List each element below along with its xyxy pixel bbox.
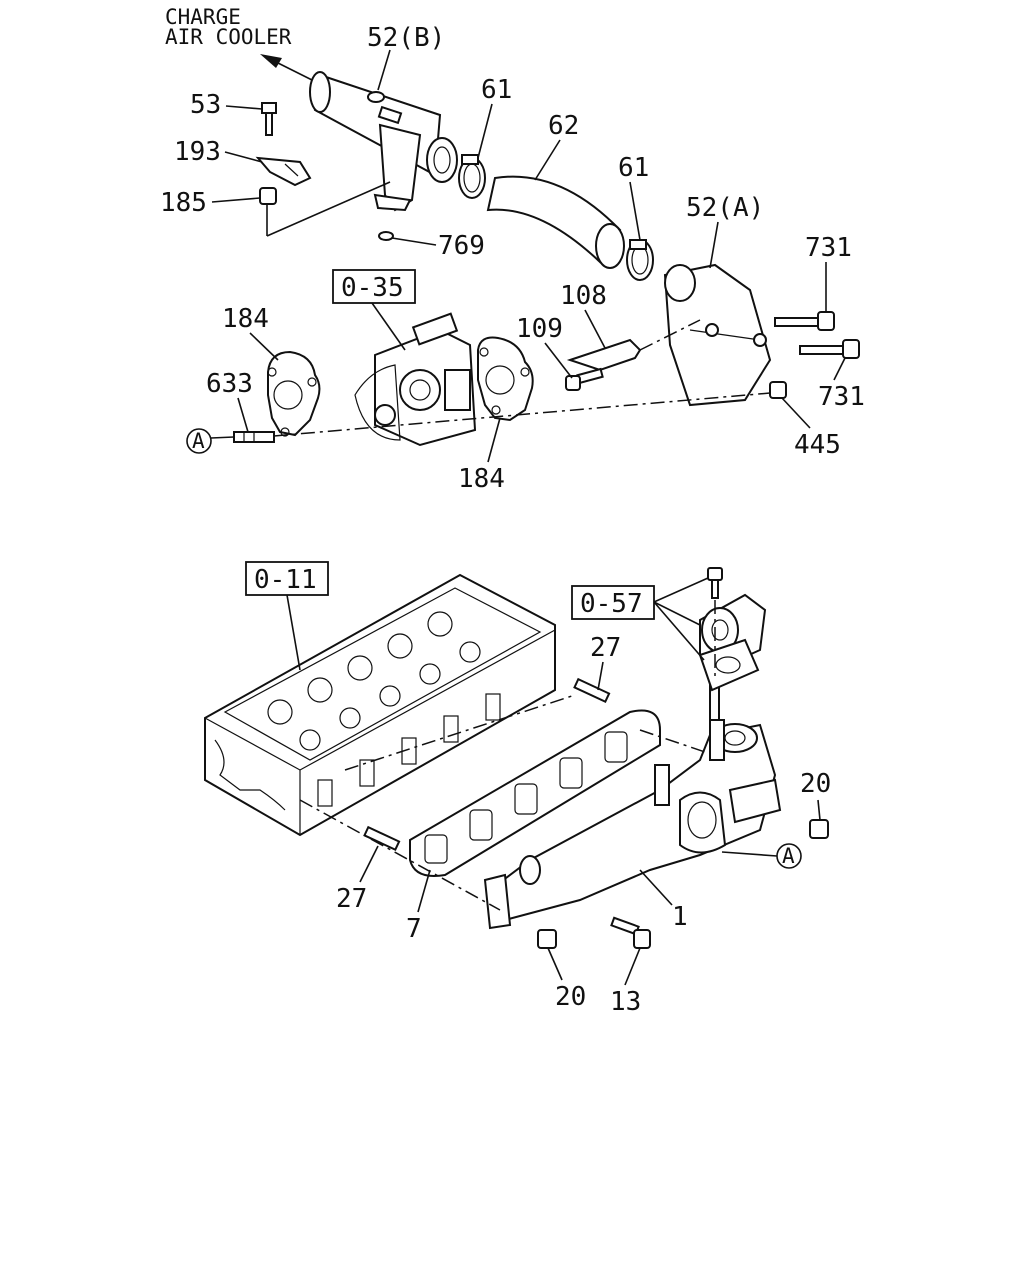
leader-20-right bbox=[817, 799, 821, 821]
label-731-lower: 731 bbox=[818, 382, 865, 412]
label-185: 185 bbox=[160, 188, 207, 218]
leader-53 bbox=[225, 105, 263, 110]
o-ring-769 bbox=[378, 231, 394, 241]
leader-7 bbox=[417, 869, 431, 913]
bolt-109 bbox=[565, 367, 604, 391]
label-108: 108 bbox=[560, 281, 607, 311]
leader-184-right bbox=[487, 417, 501, 463]
bolt-53 bbox=[261, 102, 277, 136]
intake-pipe-52a bbox=[663, 263, 772, 407]
alignment-line-bracket bbox=[639, 319, 701, 351]
callout-a-lower: A bbox=[721, 843, 802, 869]
bolt-731-lower bbox=[799, 339, 860, 359]
intake-pipe-52b bbox=[309, 71, 458, 212]
leader-185 bbox=[211, 197, 261, 203]
leader-61-right bbox=[629, 181, 641, 241]
label-27-lower: 27 bbox=[336, 884, 367, 914]
hose-clamp-61-right bbox=[626, 239, 654, 281]
label-1: 1 bbox=[672, 902, 688, 932]
label-633: 633 bbox=[206, 369, 253, 399]
exhaust-gasket-7 bbox=[409, 709, 661, 877]
alignment-line-lower-mid bbox=[639, 729, 706, 753]
label-731-upper: 731 bbox=[805, 233, 852, 263]
leader-185-mount bbox=[266, 181, 391, 237]
air-flow-arrow bbox=[260, 54, 313, 81]
leader-27-upper bbox=[597, 661, 604, 691]
leader-20-left bbox=[547, 947, 563, 981]
label-193: 193 bbox=[174, 137, 221, 167]
leader-61-left bbox=[477, 103, 493, 159]
cylinder-head bbox=[204, 573, 556, 837]
charge-air-cooler-note-line2: AIR COOLER bbox=[165, 25, 292, 49]
leader-108 bbox=[584, 309, 606, 349]
gasket-184-left bbox=[267, 350, 321, 437]
throttle-body bbox=[354, 312, 477, 447]
leader-62 bbox=[534, 139, 561, 181]
bolt-13 bbox=[610, 916, 651, 949]
leader-731-lower bbox=[833, 357, 846, 381]
ref-box-0-11: 0-11 bbox=[245, 561, 329, 671]
ref-0-11-label: 0-11 bbox=[254, 565, 317, 595]
label-445: 445 bbox=[794, 430, 841, 460]
callout-a-upper-label: A bbox=[192, 429, 205, 453]
nut-185 bbox=[259, 187, 277, 205]
label-52a: 52(A) bbox=[686, 193, 764, 223]
leader-27-lower bbox=[359, 845, 379, 883]
leader-1 bbox=[639, 869, 673, 906]
stud-633 bbox=[233, 431, 275, 443]
bracket-108 bbox=[566, 338, 642, 372]
ref-0-57-label: 0-57 bbox=[580, 589, 643, 619]
label-184-left: 184 bbox=[222, 304, 269, 334]
label-109: 109 bbox=[516, 314, 563, 344]
stud-27-lower bbox=[363, 825, 401, 852]
stud-27-upper bbox=[573, 677, 611, 704]
hose-clamp-61-left bbox=[458, 154, 486, 199]
label-13: 13 bbox=[610, 987, 641, 1017]
leader-193 bbox=[224, 151, 263, 163]
ref-box-0-57: 0-57 bbox=[571, 577, 709, 661]
leader-633 bbox=[237, 397, 249, 433]
nut-20-right bbox=[809, 819, 829, 839]
label-27-upper: 27 bbox=[590, 633, 621, 663]
leader-445 bbox=[781, 397, 811, 429]
charge-air-cooler-note-line1: CHARGE bbox=[165, 5, 241, 29]
leader-109 bbox=[544, 342, 573, 379]
leader-52a bbox=[709, 221, 719, 269]
ref-0-35-label: 0-35 bbox=[341, 273, 404, 303]
leader-52b bbox=[377, 49, 391, 91]
label-20-left: 20 bbox=[555, 982, 586, 1012]
alignment-line-lower-top bbox=[344, 694, 576, 771]
label-769: 769 bbox=[438, 231, 485, 261]
label-61-left: 61 bbox=[481, 75, 512, 105]
bolt-731-upper bbox=[774, 311, 835, 331]
label-184-right: 184 bbox=[458, 464, 505, 494]
label-7: 7 bbox=[406, 914, 422, 944]
leader-769 bbox=[391, 237, 437, 246]
egr-component bbox=[698, 567, 767, 692]
callout-a-lower-label: A bbox=[782, 844, 795, 868]
callout-a-upper: A bbox=[186, 428, 235, 454]
nut-20-left bbox=[537, 929, 557, 949]
label-20-right: 20 bbox=[800, 769, 831, 799]
label-53: 53 bbox=[190, 90, 221, 120]
label-52b: 52(B) bbox=[367, 23, 445, 53]
label-61-right: 61 bbox=[618, 153, 649, 183]
gasket-184-right bbox=[477, 336, 534, 422]
leader-184-left bbox=[249, 332, 279, 361]
nut-445 bbox=[769, 381, 787, 399]
alignment-line-lower-bottom bbox=[299, 799, 501, 911]
exhaust-manifold-1 bbox=[483, 719, 782, 930]
leader-13 bbox=[624, 947, 641, 986]
hose-62 bbox=[486, 175, 625, 269]
alignment-line-upper bbox=[273, 392, 771, 437]
ref-box-0-35: 0-35 bbox=[332, 269, 416, 351]
clip-193 bbox=[255, 156, 312, 187]
label-62: 62 bbox=[548, 111, 579, 141]
